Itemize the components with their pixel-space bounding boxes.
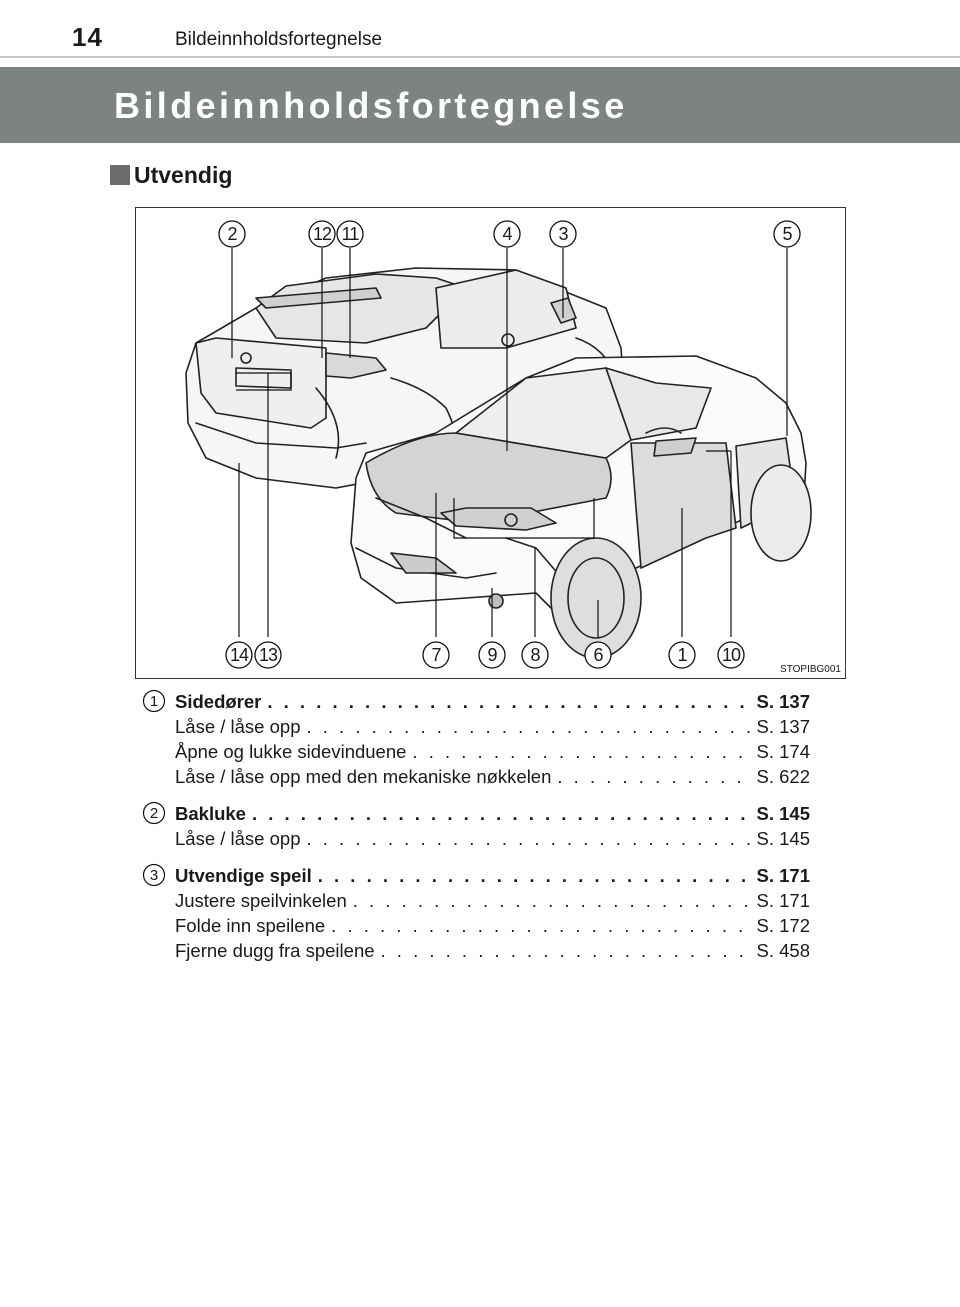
- section-title: Utvendig: [134, 161, 233, 188]
- entry-number-badge: 1: [142, 689, 166, 713]
- callout-circle-icon: [336, 220, 364, 248]
- entry-page-ref: S. 137: [756, 691, 811, 712]
- subitem-line[interactable]: Låse / låse opp med den mekaniske nøkkel…: [175, 764, 810, 789]
- subitem-label: Låse / låse opp: [175, 828, 301, 849]
- subitem-line[interactable]: Justere speilvinkelen . . . . . . . . . …: [175, 888, 810, 913]
- subitem-label: Justere speilvinkelen: [175, 890, 347, 911]
- number-circle-icon: [142, 689, 166, 713]
- dot-leader: . . . . . . . . . . . . . . . . . . . . …: [306, 828, 750, 849]
- callout-circle-icon: [549, 220, 577, 248]
- entry-title-line[interactable]: Sidedører . . . . . . . . . . . . . . . …: [175, 689, 810, 714]
- callout-14: 14: [224, 640, 254, 670]
- callout-circle-icon: [422, 641, 450, 669]
- dot-leader: . . . . . . . . . . . . . . . . . . . . …: [331, 915, 750, 936]
- subitem-page-ref: S. 145: [756, 828, 811, 849]
- callout-13: 13: [253, 640, 283, 670]
- dot-leader: . . . . . . . . . . . . . . . . . . . . …: [380, 940, 751, 961]
- callout-circle-icon: [773, 220, 801, 248]
- dot-leader: . . . . . . . . . . . . . . . . . . . . …: [412, 741, 750, 762]
- callout-circle-icon: [308, 220, 336, 248]
- callout-4: 4: [492, 219, 522, 249]
- dot-leader: . . . . . . . . . . . . . . . . . . . . …: [317, 865, 751, 886]
- number-circle-icon: [142, 801, 166, 825]
- entry-number-badge: 3: [142, 863, 166, 887]
- callout-circle-icon: [254, 641, 282, 669]
- header-rule: [0, 56, 960, 58]
- subitem-page-ref: S. 137: [756, 716, 811, 737]
- number-circle-icon: [142, 863, 166, 887]
- page-number: 14: [72, 22, 103, 52]
- section-heading: Utvendig: [110, 160, 232, 190]
- page-title: Bildeinnholdsfortegnelse: [114, 85, 628, 126]
- subitem-label: Fjerne dugg fra speilene: [175, 940, 375, 961]
- subitem-page-ref: S. 174: [756, 741, 811, 762]
- subitem-page-ref: S. 171: [756, 890, 811, 911]
- callout-10: 10: [716, 640, 746, 670]
- subitem-line[interactable]: Folde inn speilene . . . . . . . . . . .…: [175, 913, 810, 938]
- entry-title: Sidedører: [175, 691, 262, 712]
- car-exterior-figure: 2 12 11 4 3 5 14 13 7 9 8 6: [135, 207, 846, 679]
- callout-circle-icon: [521, 641, 549, 669]
- dot-leader: . . . . . . . . . . . . . . . . . . . . …: [306, 716, 750, 737]
- callout-12: 12: [307, 219, 337, 249]
- entry-list: 1 Sidedører . . . . . . . . . . . . . . …: [142, 689, 822, 975]
- entry-item: 3 Utvendige speil . . . . . . . . . . . …: [142, 863, 822, 963]
- dot-leader: . . . . . . . . . . . . . . . . . . . . …: [267, 691, 750, 712]
- callout-circle-icon: [225, 641, 253, 669]
- callout-circle-icon: [668, 641, 696, 669]
- callout-8: 8: [520, 640, 550, 670]
- entry-number-badge: 2: [142, 801, 166, 825]
- dot-leader: . . . . . . . . . . . . . . . . . . . . …: [352, 890, 751, 911]
- entry-item: 1 Sidedører . . . . . . . . . . . . . . …: [142, 689, 822, 789]
- callout-3: 3: [548, 219, 578, 249]
- entry-item: 2 Bakluke . . . . . . . . . . . . . . . …: [142, 801, 822, 851]
- dot-leader: . . . . . . . . . . . . . . . . . . . . …: [557, 766, 750, 787]
- entry-title: Bakluke: [175, 803, 246, 824]
- subitem-line[interactable]: Låse / låse opp . . . . . . . . . . . . …: [175, 714, 810, 739]
- subitem-page-ref: S. 458: [756, 940, 811, 961]
- callout-1: 1: [667, 640, 697, 670]
- entry-title: Utvendige speil: [175, 865, 312, 886]
- callout-7: 7: [421, 640, 451, 670]
- subitem-label: Åpne og lukke sidevinduene: [175, 741, 407, 762]
- callout-circle-icon: [584, 641, 612, 669]
- subitem-label: Folde inn speilene: [175, 915, 326, 936]
- car-illustration: [185, 248, 812, 659]
- subitem-line[interactable]: Åpne og lukke sidevinduene . . . . . . .…: [175, 739, 810, 764]
- figure-code: STOPIBG001: [780, 664, 841, 675]
- subitem-page-ref: S. 172: [756, 915, 811, 936]
- callout-circle-icon: [478, 641, 506, 669]
- subitem-page-ref: S. 622: [756, 766, 811, 787]
- entry-page-ref: S. 171: [756, 865, 811, 886]
- subitem-line[interactable]: Låse / låse opp . . . . . . . . . . . . …: [175, 826, 810, 851]
- title-band: Bildeinnholdsfortegnelse: [0, 67, 960, 143]
- entry-title-line[interactable]: Bakluke . . . . . . . . . . . . . . . . …: [175, 801, 810, 826]
- callout-5: 5: [772, 219, 802, 249]
- running-header: Bildeinnholdsfortegnelse: [175, 29, 383, 50]
- callout-circle-icon: [218, 220, 246, 248]
- subitem-label: Låse / låse opp: [175, 716, 301, 737]
- callout-9: 9: [477, 640, 507, 670]
- callout-circle-icon: [493, 220, 521, 248]
- callout-2: 2: [217, 219, 247, 249]
- section-square-icon: [110, 165, 130, 185]
- callout-6: 6: [583, 640, 613, 670]
- subitem-label: Låse / låse opp med den mekaniske nøkkel…: [175, 766, 552, 787]
- callout-11: 11: [335, 219, 365, 249]
- callout-circle-icon: [717, 641, 745, 669]
- subitem-line[interactable]: Fjerne dugg fra speilene . . . . . . . .…: [175, 938, 810, 963]
- dot-leader: . . . . . . . . . . . . . . . . . . . . …: [251, 803, 751, 824]
- entry-page-ref: S. 145: [756, 803, 811, 824]
- entry-title-line[interactable]: Utvendige speil . . . . . . . . . . . . …: [175, 863, 810, 888]
